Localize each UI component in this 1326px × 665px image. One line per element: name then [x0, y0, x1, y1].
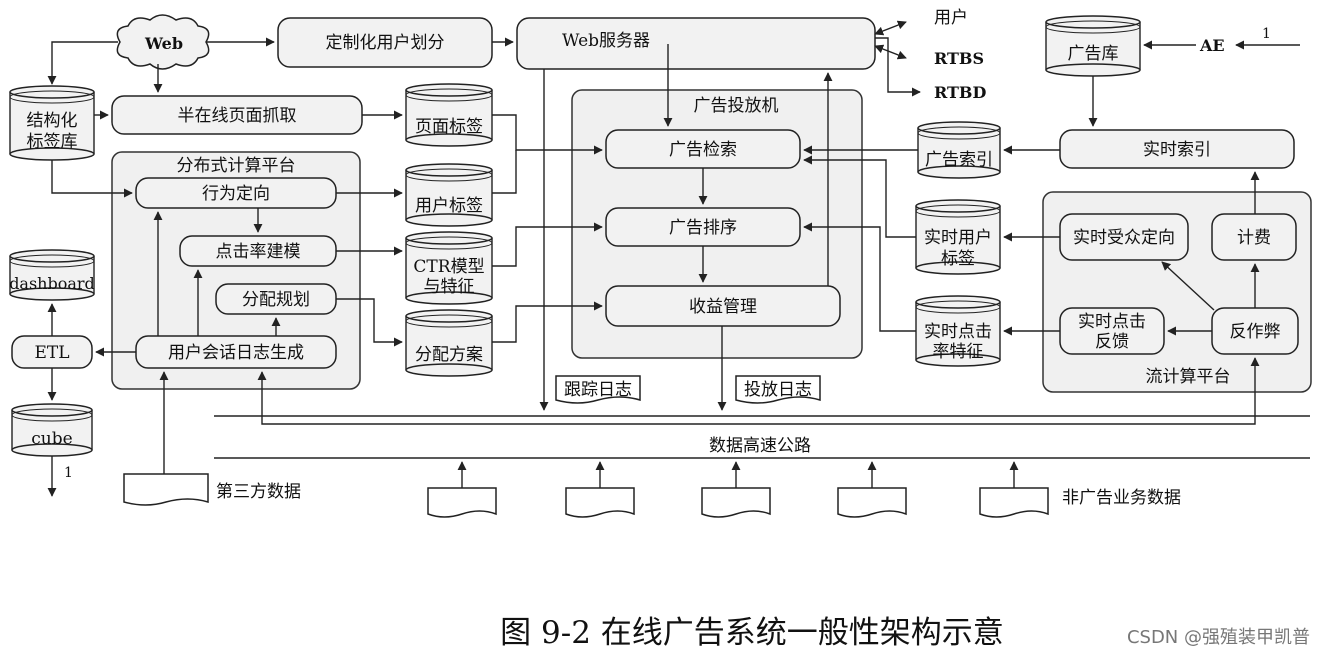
- anti-fraud-label: 反作弊: [1230, 322, 1281, 342]
- revenue-management-box: 收益管理: [605, 285, 841, 327]
- web-server-box: Web服务器: [516, 17, 876, 70]
- custom-user-partition-box: 定制化用户划分: [277, 17, 493, 68]
- struct-tag-lib-label-2: 标签库: [27, 132, 78, 152]
- allocation-plan-label: 分配方案: [415, 345, 483, 365]
- ad-repository-db: 广告库: [1045, 15, 1141, 77]
- delivery-log-doc: 投放日志: [735, 375, 821, 404]
- user-tags-db: 用户标签: [405, 163, 493, 227]
- ae-label: AE: [1199, 36, 1225, 55]
- rt-click-feedback-label-1: 实时点击: [1078, 312, 1146, 332]
- semi-online-crawl-box: 半在线页面抓取: [111, 95, 363, 135]
- rt-ctr-feature-label-1: 实时点击: [924, 322, 992, 342]
- custom-user-partition-label: 定制化用户划分: [326, 33, 445, 53]
- ad-index-db: 广告索引: [917, 121, 1001, 179]
- user-tags-label: 用户标签: [415, 196, 483, 216]
- rt-ctr-feature-label-2: 率特征: [933, 342, 984, 362]
- user-label: 用户: [934, 8, 968, 28]
- billing-box: 计费: [1211, 213, 1297, 261]
- data-highway-label: 数据高速公路: [709, 436, 811, 456]
- rt-audience-targeting-label: 实时受众定向: [1073, 228, 1175, 248]
- business-data-doc-2: [565, 487, 635, 518]
- ctr-model-label-1: CTR模型: [413, 257, 484, 277]
- delivery-log-label: 投放日志: [744, 380, 812, 400]
- behavior-targeting-box: 行为定向: [135, 177, 337, 209]
- billing-label: 计费: [1237, 228, 1271, 248]
- etl-label: ETL: [34, 343, 69, 363]
- ad-repository-label: 广告库: [1068, 44, 1119, 64]
- session-log-gen-box: 用户会话日志生成: [135, 335, 337, 369]
- rtbd-label: RTBD: [934, 83, 986, 102]
- ctr-model-db: CTR模型 与特征: [405, 231, 493, 305]
- business-data-doc-1: [427, 487, 497, 518]
- rt-user-tags-label-1: 实时用户: [924, 228, 992, 248]
- page-tags-db: 页面标签: [405, 83, 493, 147]
- session-log-gen-label: 用户会话日志生成: [168, 343, 304, 363]
- third-party-data-label: 第三方数据: [216, 482, 301, 502]
- rtbs-label: RTBS: [934, 49, 984, 68]
- figure-caption: 图 9-2 在线广告系统一般性架构示意: [500, 615, 1004, 651]
- rt-user-tags-label-2: 标签: [941, 249, 975, 269]
- allocation-plan-db: 分配方案: [405, 309, 493, 377]
- cube-label: cube: [31, 429, 72, 449]
- ad-index-label: 广告索引: [925, 150, 993, 170]
- anti-fraud-box: 反作弊: [1211, 307, 1299, 355]
- realtime-index-label: 实时索引: [1143, 140, 1211, 160]
- etl-box: ETL: [11, 335, 93, 369]
- rt-click-feedback-box: 实时点击 反馈: [1059, 307, 1165, 355]
- ctr-modeling-label: 点击率建模: [216, 242, 301, 262]
- business-data-doc-5: [979, 487, 1049, 518]
- dashboard-label: dashboard: [9, 274, 95, 293]
- ad-delivery-title: 广告投放机: [694, 96, 779, 116]
- tracking-log-doc: 跟踪日志: [555, 375, 641, 404]
- page-tags-label: 页面标签: [415, 117, 483, 137]
- web-server-label: Web服务器: [562, 31, 650, 51]
- ad-retrieval-box: 广告检索: [605, 129, 801, 169]
- third-party-data-doc: [123, 473, 209, 506]
- allocation-planning-label: 分配规划: [242, 290, 310, 310]
- behavior-targeting-label: 行为定向: [202, 184, 270, 204]
- ctr-model-label-2: 与特征: [424, 277, 475, 297]
- connectors: [47, 20, 1300, 497]
- allocation-planning-box: 分配规划: [215, 283, 337, 315]
- rt-click-feedback-label-2: 反馈: [1095, 332, 1129, 352]
- tracking-log-label: 跟踪日志: [564, 380, 632, 400]
- business-data-doc-4: [837, 487, 907, 518]
- one-bottom-label: 1: [64, 465, 73, 481]
- ad-ranking-box: 广告排序: [605, 207, 801, 247]
- ad-retrieval-label: 广告检索: [669, 140, 737, 160]
- dashboard-db: dashboard: [9, 249, 95, 301]
- ctr-modeling-box: 点击率建模: [179, 235, 337, 267]
- rt-audience-targeting-box: 实时受众定向: [1059, 213, 1189, 261]
- non-ad-business-data-label: 非广告业务数据: [1062, 488, 1181, 508]
- ad-ranking-label: 广告排序: [669, 218, 737, 238]
- distributed-platform-title: 分布式计算平台: [177, 156, 296, 176]
- web-label: Web: [144, 34, 183, 53]
- one-top-label: 1: [1262, 26, 1271, 42]
- distributed-platform-container: [111, 151, 361, 390]
- rt-user-tags-db: 实时用户 标签: [915, 199, 1001, 275]
- semi-online-crawl-label: 半在线页面抓取: [178, 106, 297, 126]
- cube-db: cube: [11, 403, 93, 457]
- stream-platform-title: 流计算平台: [1146, 367, 1231, 387]
- realtime-index-box: 实时索引: [1059, 129, 1295, 169]
- revenue-management-label: 收益管理: [689, 297, 757, 317]
- struct-tag-lib-db: 结构化 标签库: [9, 85, 95, 161]
- struct-tag-lib-label-1: 结构化: [27, 111, 78, 131]
- web-cloud: Web: [116, 14, 210, 70]
- rt-ctr-feature-db: 实时点击 率特征: [915, 295, 1001, 367]
- watermark: CSDN @强殖装甲凯普: [1127, 626, 1310, 648]
- business-data-doc-3: [701, 487, 771, 518]
